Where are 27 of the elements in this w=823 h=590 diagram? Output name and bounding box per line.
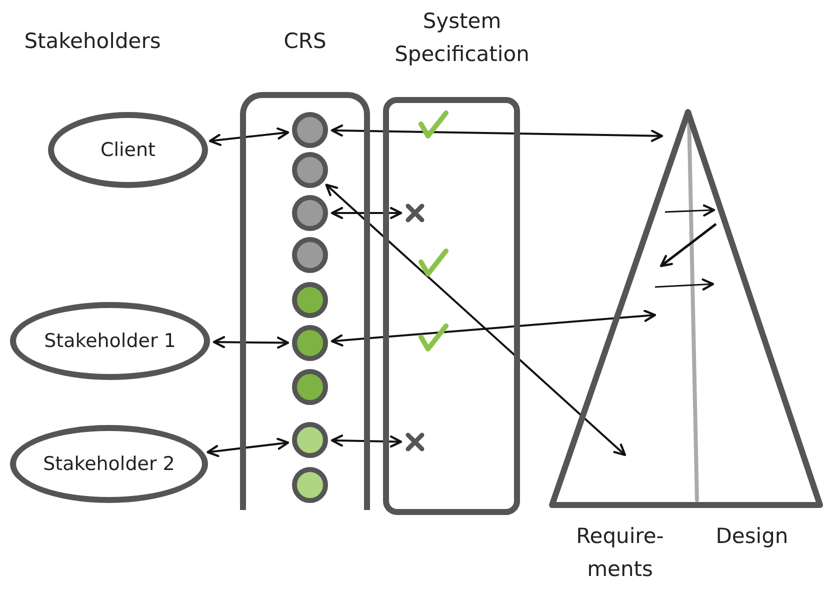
cross-mark-icon — [405, 432, 425, 452]
requirement-circle — [292, 369, 328, 405]
arrow — [330, 124, 664, 142]
node-label: Stakeholder 2 — [43, 453, 175, 475]
arrow — [330, 206, 402, 220]
column-heading: System Specification — [394, 8, 530, 68]
arrow — [330, 434, 402, 448]
arrow — [325, 184, 626, 456]
cross-mark-icon — [405, 203, 425, 223]
requirement-circle — [292, 325, 328, 361]
column-heading: Stakeholders — [23, 28, 162, 55]
requirement-circle — [292, 467, 328, 503]
arrow — [330, 310, 656, 346]
arrow — [208, 127, 290, 146]
axis-label: Require- ments — [575, 523, 665, 583]
requirement-circle — [292, 112, 328, 148]
requirement-circle — [292, 422, 328, 458]
node-label: Stakeholder 1 — [44, 330, 176, 352]
requirement-circle — [292, 282, 328, 318]
arrow — [206, 438, 290, 458]
column-heading: CRS — [282, 28, 328, 55]
requirement-circle — [292, 152, 328, 188]
node-label: Client — [100, 139, 156, 161]
arrow — [212, 336, 290, 349]
requirement-circle — [292, 195, 328, 231]
axis-label: Design — [714, 523, 790, 550]
requirement-circle — [292, 237, 328, 273]
